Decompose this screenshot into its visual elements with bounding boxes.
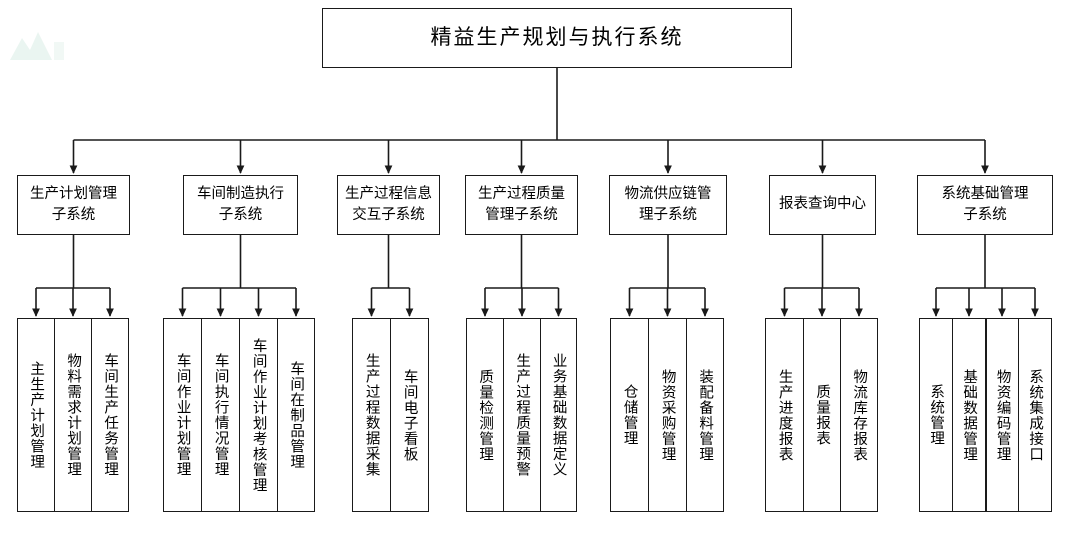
leaf-node[interactable]: 车间作业计划考核管理 [239, 318, 278, 512]
leaf-node[interactable]: 基础数据管理 [952, 318, 986, 512]
leaf-label: 车间生产任务管理 [102, 353, 119, 477]
leaf-group-5: 仓储管理 物资采购管理 装配备料管理 [610, 318, 726, 512]
leaf-group-2: 车间作业计划管理 车间执行情况管理 车间作业计划考核管理 车间在制品管理 [163, 318, 318, 512]
leaf-node[interactable]: 系统集成接口 [1018, 318, 1052, 512]
leaf-label: 物资编码管理 [994, 368, 1011, 462]
leaf-node[interactable]: 装配备料管理 [686, 318, 724, 512]
leaf-node[interactable]: 主生产计划管理 [17, 318, 55, 512]
leaf-label: 系统管理 [928, 384, 945, 446]
leaf-group-1: 主生产计划管理 物料需求计划管理 车间生产任务管理 [17, 318, 131, 512]
leaf-label: 生产过程质量预警 [514, 353, 531, 477]
leaf-group-3: 生产过程数据采集 车间电子看板 [352, 318, 430, 512]
leaf-node[interactable]: 车间生产任务管理 [91, 318, 129, 512]
subsystem-label: 报表查询中心 [779, 196, 866, 213]
leaf-node[interactable]: 仓储管理 [610, 318, 649, 512]
leaf-label: 基础数据管理 [961, 368, 978, 462]
root-node-title[interactable]: 精益生产规划与执行系统 [322, 8, 792, 68]
leaf-label: 生产进度报表 [776, 368, 793, 462]
leaf-label: 装配备料管理 [697, 368, 714, 462]
leaf-label: 物流库存报表 [851, 368, 868, 462]
leaf-node[interactable]: 质量报表 [803, 318, 841, 512]
leaf-node[interactable]: 系统管理 [919, 318, 953, 512]
leaf-label: 车间电子看板 [401, 368, 418, 462]
leaf-group-6: 生产进度报表 质量报表 物流库存报表 [765, 318, 880, 512]
leaf-label: 物料需求计划管理 [65, 353, 82, 477]
leaf-label: 仓储管理 [621, 384, 638, 446]
subsystem-node-7[interactable]: 系统基础管理 子系统 [917, 175, 1053, 235]
subsystem-node-4[interactable]: 生产过程质量 管理子系统 [465, 175, 578, 235]
leaf-group-7: 系统管理基础数据管理物资编码管理系统集成接口 [919, 318, 1055, 512]
subsystem-label: 车间制造执行 子系统 [197, 185, 284, 223]
leaf-node[interactable]: 业务基础数据定义 [540, 318, 577, 512]
leaf-node[interactable]: 物资编码管理 [985, 318, 1019, 512]
leaf-label: 车间在制品管理 [288, 360, 305, 470]
subsystem-node-1[interactable]: 生产计划管理 子系统 [17, 175, 130, 235]
subsystem-label: 物流供应链管 理子系统 [624, 185, 712, 223]
leaf-label: 生产过程数据采集 [363, 353, 380, 477]
leaf-node[interactable]: 车间电子看板 [390, 318, 429, 512]
leaf-label: 质量报表 [814, 384, 831, 446]
leaf-label: 车间执行情况管理 [212, 353, 229, 477]
leaf-node[interactable]: 物料需求计划管理 [54, 318, 92, 512]
subsystem-node-3[interactable]: 生产过程信息 交互子系统 [337, 175, 440, 235]
subsystem-label: 生产过程信息 交互子系统 [345, 185, 432, 223]
watermark-icon [10, 32, 64, 60]
subsystem-label: 系统基础管理 子系统 [941, 185, 1029, 223]
leaf-node[interactable]: 车间执行情况管理 [201, 318, 240, 512]
subsystem-node-5[interactable]: 物流供应链管 理子系统 [609, 175, 727, 235]
subsystem-node-6[interactable]: 报表查询中心 [769, 175, 876, 235]
leaf-node[interactable]: 生产进度报表 [765, 318, 804, 512]
subsystem-label: 生产计划管理 子系统 [30, 185, 117, 223]
leaf-node[interactable]: 质量检测管理 [466, 318, 504, 512]
leaf-label: 业务基础数据定义 [550, 353, 567, 477]
leaf-group-4: 质量检测管理 生产过程质量预警 业务基础数据定义 [466, 318, 579, 512]
leaf-label: 系统集成接口 [1027, 368, 1044, 462]
leaf-label: 主生产计划管理 [28, 360, 45, 470]
subsystem-node-2[interactable]: 车间制造执行 子系统 [183, 175, 298, 235]
leaf-label: 车间作业计划管理 [174, 353, 191, 477]
leaf-node[interactable]: 车间作业计划管理 [163, 318, 202, 512]
leaf-node[interactable]: 生产过程数据采集 [352, 318, 391, 512]
leaf-node[interactable]: 物流库存报表 [840, 318, 878, 512]
leaf-label: 质量检测管理 [477, 368, 494, 462]
leaf-node[interactable]: 生产过程质量预警 [503, 318, 541, 512]
leaf-label: 车间作业计划考核管理 [250, 337, 267, 493]
leaf-label: 物资采购管理 [659, 368, 676, 462]
leaf-node[interactable]: 车间在制品管理 [277, 318, 315, 512]
subsystem-label: 生产过程质量 管理子系统 [478, 185, 565, 223]
leaf-node[interactable]: 物资采购管理 [648, 318, 687, 512]
